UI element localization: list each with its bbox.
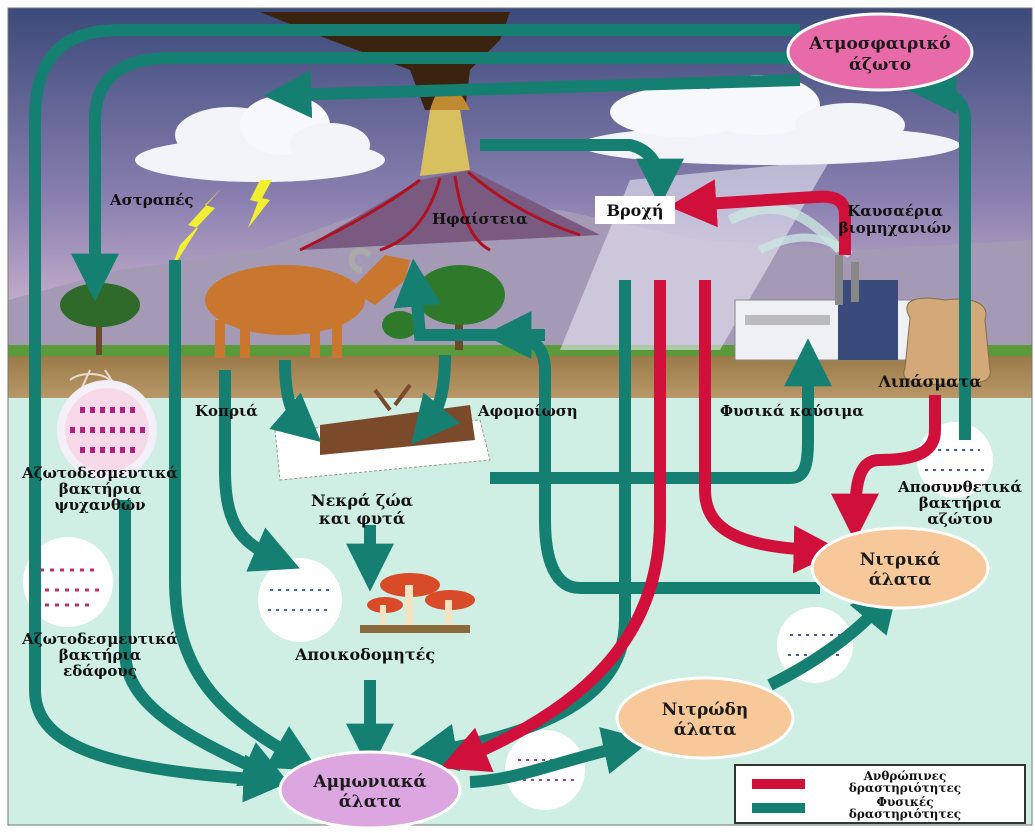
nitrates-label-line2: άλατα xyxy=(869,570,932,590)
nitrites-label-line2: άλατα xyxy=(674,720,737,740)
nitrates-label-line1: Νιτρικά xyxy=(860,550,941,570)
decomposers-label: Αποικοδομητές xyxy=(294,645,435,664)
assimilation-label: Αφομοίωση xyxy=(477,402,578,420)
legend-human-line2: δραστηριότητες xyxy=(849,781,961,795)
industrial-gases-label-line2: βιομηχανιών xyxy=(839,219,952,237)
fossil-fuels-label: Φυσικά καύσιμα xyxy=(720,402,864,420)
ammonium-label-line2: άλατα xyxy=(339,792,402,812)
nitrites-label-line1: Νιτρώδη xyxy=(662,700,748,720)
soil-bacteria-label-line3: εδάφους xyxy=(63,662,137,680)
legend-natural-line2: δραστηριότητες xyxy=(849,807,961,821)
legend: Ανθρώπινες δραστηριότητες Φυσικές δραστη… xyxy=(735,765,1025,823)
denitrifying-bacteria-label-line3: αζώτου xyxy=(927,510,992,528)
atmospheric-nitrogen-label-line2: άζωτο xyxy=(849,55,911,75)
volcanoes-label: Ηφαίστεια xyxy=(432,210,528,228)
lightning-label: Αστραπές xyxy=(109,191,194,209)
atmospheric-nitrogen-label-line1: Ατμοσφαιρικό xyxy=(808,34,950,54)
dead-matter-label-line2: και φυτά xyxy=(319,509,405,528)
industrial-gases-label-line1: Καυσαέρια xyxy=(847,202,943,220)
fertilizers-label: Λιπάσματα xyxy=(877,372,981,391)
rain-label: Βροχή xyxy=(607,201,664,220)
legume-bacteria-label-line3: ψυχανθών xyxy=(54,496,145,514)
ammonium-label-line1: Αμμωνιακά xyxy=(312,772,426,792)
manure-label: Κοπριά xyxy=(195,402,258,420)
bacteria-decomposers xyxy=(258,558,342,642)
dead-matter-label-line1: Νεκρά ζώα xyxy=(311,491,413,510)
